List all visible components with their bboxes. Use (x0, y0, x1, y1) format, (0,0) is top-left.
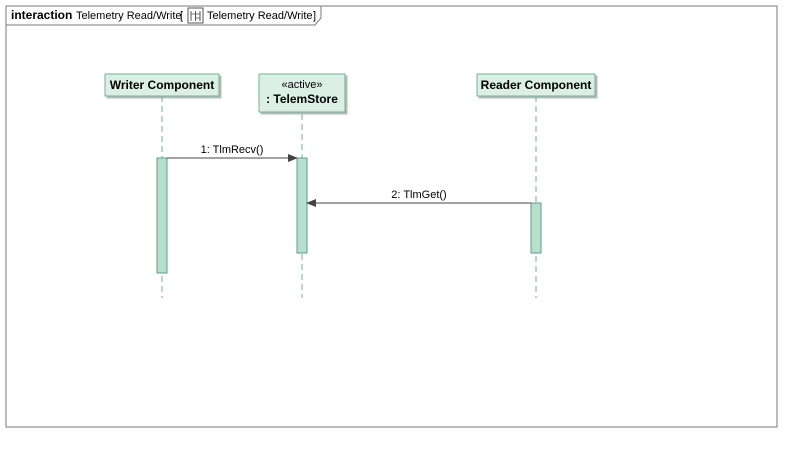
frame-bracket-close: ] (313, 10, 316, 22)
message-tlmrecv[interactable]: 1: TlmRecv() (167, 144, 298, 162)
activation-bar-reader[interactable] (530, 202, 542, 254)
frame-bracket-open: [ (180, 10, 183, 22)
frame-keyword: interaction (11, 8, 72, 22)
interaction-frame (5, 5, 778, 428)
lifeline-writer-label: Writer Component (110, 78, 214, 92)
lifeline-telemstore-label: : TelemStore (266, 92, 338, 106)
frame-name: Telemetry Read/Write (76, 10, 182, 22)
message-tlmget-label: 2: TlmGet() (391, 189, 446, 201)
message-tlmrecv-label: 1: TlmRecv() (201, 144, 264, 156)
sequence-diagram-icon (187, 7, 204, 24)
lifeline-telemstore[interactable]: «active» : TelemStore (258, 73, 346, 113)
lifeline-telemstore-stereotype: «active» (282, 79, 323, 91)
message-tlmget[interactable]: 2: TlmGet() (306, 189, 531, 207)
activation-bar-telemstore[interactable] (296, 157, 308, 254)
lifeline-writer-component[interactable]: Writer Component (104, 73, 220, 97)
frame-title-tab[interactable]: interaction Telemetry Read/Write [ Telem… (5, 5, 322, 26)
activation-bar-writer[interactable] (156, 157, 168, 274)
frame-diagram-ref: Telemetry Read/Write (207, 10, 313, 22)
lifeline-reader-component[interactable]: Reader Component (476, 73, 596, 97)
lifeline-reader-label: Reader Component (481, 78, 592, 92)
